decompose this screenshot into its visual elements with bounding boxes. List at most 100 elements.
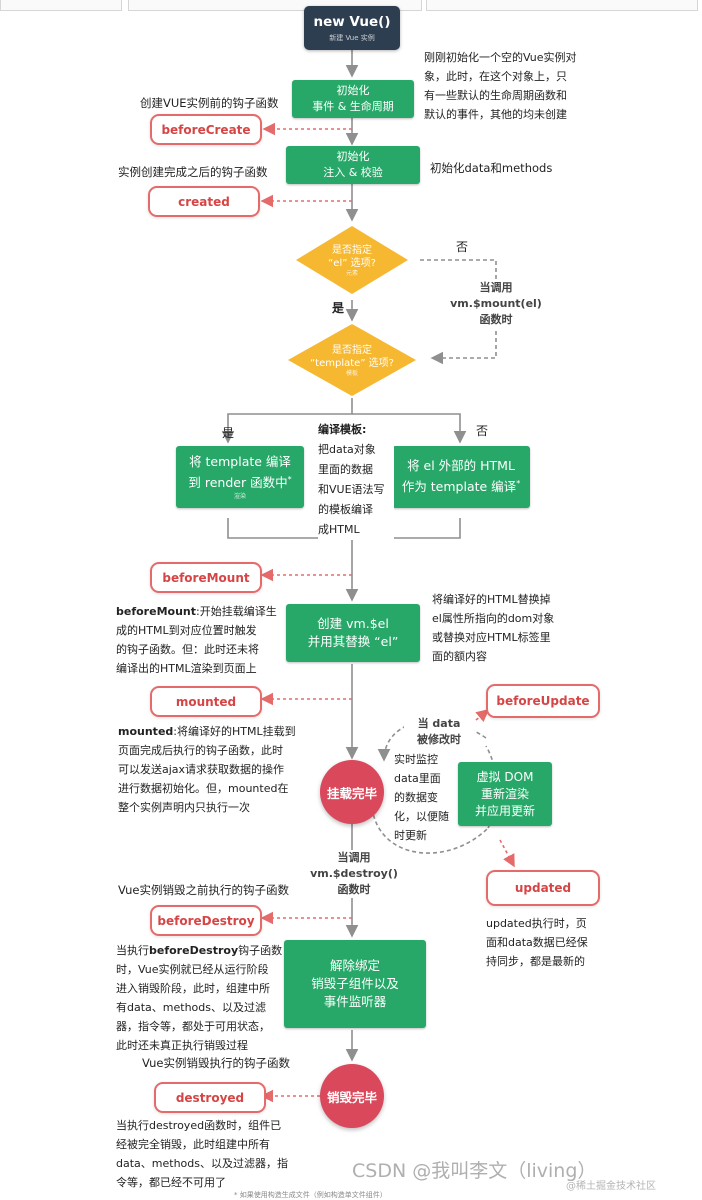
mount-call-label: 当调用 vm.$mount(el) 函数时 — [446, 280, 546, 328]
note-line: 页面完成后执行的钩子函数，此时 — [118, 744, 283, 757]
juejin-watermark: @稀土掘金技术社区 — [566, 1181, 656, 1192]
created-note: 实例创建完成之后的钩子函数 — [118, 165, 268, 179]
replace-note: 将编译好的HTML替换掉 el属性所指向的dom对象 或替换对应HTML标签里 … — [432, 590, 612, 666]
compile-render-node: 将 template 编译 到 render 函数中* 渲染 — [176, 446, 304, 508]
note-line: 的数据变 — [394, 791, 438, 804]
node-line-text: 到 render 函数中 — [188, 475, 288, 491]
note-bold: beforeDestroy — [149, 944, 239, 957]
destroyed-note: 当执行destroyed函数时，组件已 经被完全销毁，此时组建中所有 data、… — [116, 1116, 316, 1192]
note-line: 面的额内容 — [432, 650, 487, 663]
note-line: 里面的数据 — [318, 463, 373, 476]
compile-note: 编译模板: 把data对象 里面的数据 和VUE语法写 的模板编译 成HTML — [318, 420, 394, 540]
note-text: :将编译好的HTML挂载到 — [173, 725, 296, 738]
node-line: 将 el 外部的 HTML — [407, 458, 515, 474]
note-line: 当执行beforeDestroy钩子函数 — [116, 941, 306, 960]
note-line: 刚刚初始化一个空的Vue实例对 — [424, 51, 577, 64]
node-line: 并用其替换 “el” — [307, 634, 399, 649]
label-line: 当调用 — [479, 281, 513, 294]
label-line: 函数时 — [479, 313, 513, 326]
label-line: 被修改时 — [417, 733, 461, 746]
note-line: el属性所指向的dom对象 — [432, 612, 555, 625]
note-line: 面和data数据已经保 — [486, 936, 588, 949]
destroyed-title: Vue实例销毁执行的钩子函数 — [142, 1056, 290, 1070]
note-line: 将编译好的HTML替换掉 — [432, 593, 551, 606]
top-tab — [0, 0, 122, 11]
new-vue-subtitle: 新建 Vue 实例 — [329, 34, 375, 42]
note-line: 把data对象 — [318, 443, 376, 456]
yes-template-label: 是 — [222, 426, 235, 440]
note-line: 时，Vue实例就已经从运行阶段 — [116, 963, 269, 976]
csdn-watermark: CSDN @我叫李文（living） — [352, 1160, 597, 1182]
destroyed-state-circle: 销毁完毕 — [320, 1064, 384, 1128]
label-line: 函数时 — [337, 883, 371, 896]
node-line: 初始化 — [336, 150, 370, 163]
node-line: 解除绑定 — [329, 958, 380, 973]
decision-line: “template” 选项? — [310, 358, 394, 369]
updated-hook: updated — [486, 870, 600, 906]
beforecreate-hook: beforeCreate — [150, 114, 262, 145]
init-injections-node: 初始化 注入 & 校验 — [286, 146, 420, 184]
note-bold: mounted — [118, 725, 174, 738]
note-line: beforeMount:开始挂载编译生 — [116, 602, 306, 621]
top-tab — [426, 0, 698, 11]
note-text: :开始挂载编译生 — [196, 605, 277, 618]
mounted-hook: mounted — [150, 686, 262, 717]
decision-line: 是否指定 — [332, 245, 372, 256]
arrow-no-template — [352, 413, 467, 444]
node-line-text: 作为 template 编译 — [401, 479, 517, 495]
note-line: 默认的事件，其他的均未创建 — [424, 108, 567, 121]
node-line: 作为 template 编译* — [402, 475, 520, 496]
label-line: 当调用 — [337, 851, 371, 864]
note-line: 或替换对应HTML标签里 — [432, 631, 551, 644]
note-line: 有data、methods、以及过滤 — [116, 1001, 266, 1014]
decision-tiny: 元素 — [345, 270, 358, 277]
decision-el: 是否指定 “el” 选项? 元素 — [296, 226, 408, 294]
init-events-node: 初始化 事件 & 生命周期 — [292, 80, 414, 118]
new-vue-node: new Vue() 新建 Vue 实例 — [304, 6, 400, 50]
note-line: 当执行destroyed函数时，组件已 — [116, 1119, 282, 1132]
note-line: 编译出的HTML渲染到页面上 — [116, 662, 257, 675]
yes-el-label: 是 — [332, 301, 345, 315]
before-mount-note: beforeMount:开始挂载编译生 成的HTML到对应位置时触发 的钩子函数… — [116, 602, 306, 678]
data-changed-label: 当 data 被修改时 — [404, 716, 474, 748]
footnote-star: * — [516, 479, 521, 489]
beforemount-hook: beforeMount — [150, 562, 262, 593]
note-line: 持同步，都是最新的 — [486, 955, 585, 968]
note-line: 和VUE语法写 — [318, 483, 385, 496]
virtual-dom-node: 虚拟 DOM 重新渲染 并应用更新 — [458, 762, 552, 826]
note-line: 成的HTML到对应位置时触发 — [116, 624, 257, 637]
teardown-node: 解除绑定 销毁子组件以及 事件监听器 — [284, 940, 426, 1028]
note-line: data里面 — [394, 772, 441, 785]
before-destroy-title: Vue实例销毁之前执行的钩子函数 — [118, 883, 289, 897]
create-el-node: 创建 vm.$el 并用其替换 “el” — [286, 604, 420, 662]
label-line: 当 data — [417, 717, 461, 730]
watch-note: 实时监控 data里面 的数据变 化，以便随 时更新 — [394, 750, 462, 845]
note-line: 成HTML — [318, 523, 360, 536]
footnote: * 如果使用构造生成文件（例如构造单文件组件） — [234, 1191, 387, 1199]
note-line: 化，以便随 — [394, 810, 449, 823]
before-create-note: 创建VUE实例前的钩子函数 — [140, 96, 279, 110]
decision-template-text: 是否指定 “template” 选项? 模板 — [288, 344, 416, 378]
updated-note: updated执行时，页 面和data数据已经保 持同步，都是最新的 — [486, 914, 616, 971]
node-line: 初始化 — [336, 84, 370, 97]
note-line: 象，此时，在这个对象上，只 — [424, 70, 567, 83]
decision-tiny: 模板 — [345, 370, 358, 377]
mounted-state-circle: 挂载完毕 — [320, 760, 384, 824]
note-text: 当执行 — [116, 944, 149, 957]
decision-el-text: 是否指定 “el” 选项? 元素 — [296, 244, 408, 278]
top-tab — [128, 0, 422, 11]
new-vue-note: 刚刚初始化一个空的Vue实例对 象，此时，在这个对象上，只 有一些默认的生命周期… — [424, 48, 604, 124]
note-line: 实时监控 — [394, 753, 438, 766]
note-line: 整个实例声明内只执行一次 — [118, 801, 250, 814]
no-el-label: 否 — [456, 240, 469, 254]
node-line: 销毁子组件以及 — [311, 976, 399, 991]
init-data-note: 初始化data和methods — [430, 161, 553, 175]
node-line: 事件 & 生命周期 — [312, 100, 394, 113]
note-line: mounted:将编译好的HTML挂载到 — [118, 722, 316, 741]
decision-el-diamond — [296, 226, 408, 294]
note-line: 令等，都已经不可用了 — [116, 1176, 226, 1189]
decision-template-diamond — [288, 324, 416, 396]
note-line: 的钩子函数。但：此时还未将 — [116, 643, 259, 656]
label-line: vm.$mount(el) — [450, 297, 542, 310]
